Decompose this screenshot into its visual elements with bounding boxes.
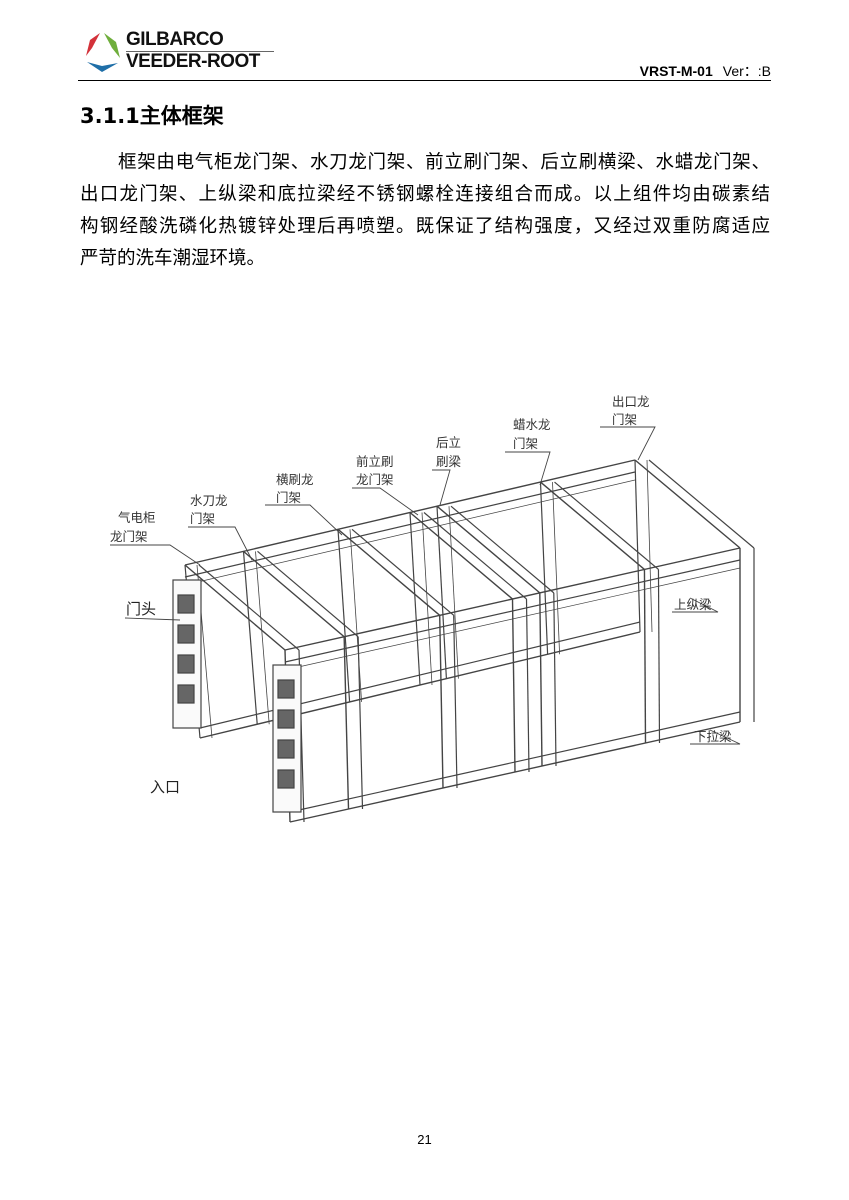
- label-electric-gantry-2: 龙门架: [110, 529, 148, 544]
- company-logo: GILBARCO VEEDER-ROOT: [82, 30, 282, 76]
- label-electric-gantry-1: 气电柜: [118, 510, 156, 525]
- gantry-post: [337, 529, 351, 703]
- gantry-post: [539, 482, 549, 655]
- upper-longitudinal-beam: [184, 479, 636, 586]
- label-waterjet-gantry-2: 门架: [190, 511, 215, 526]
- label-wax-gantry-1: 蜡水龙: [513, 417, 551, 432]
- header-divider: [78, 80, 771, 81]
- gantry-crossbeam: [423, 512, 527, 600]
- control-panel-icon: [177, 654, 195, 674]
- figure-labels: 气电柜 龙门架 水刀龙 门架 横刷龙 门架 前立刷 龙门架 后立 刷梁 蜡水龙 …: [110, 394, 732, 796]
- gantry-crossbeam: [184, 564, 286, 651]
- logo-line2: VEEDER-ROOT: [126, 51, 260, 72]
- gantry-post: [539, 592, 543, 767]
- control-panel-icon: [177, 624, 195, 644]
- label-upper-beam: 上纵梁: [674, 597, 712, 612]
- label-front-brush-gantry-2: 龙门架: [356, 472, 394, 487]
- gantry-post: [255, 551, 270, 725]
- gantry-post: [525, 598, 530, 773]
- label-wax-gantry-2: 门架: [513, 436, 538, 451]
- gantry-post: [553, 592, 557, 767]
- gantry-crossbeam: [337, 528, 441, 616]
- gantry-post: [439, 615, 444, 789]
- gantry-crossbeam: [351, 528, 455, 616]
- doc-version: Ver：:B: [722, 63, 771, 79]
- leader-lines: [110, 426, 741, 745]
- control-panel-icon: [277, 739, 295, 759]
- gantry-crossbeam: [648, 459, 755, 549]
- gantry-post: [646, 459, 653, 633]
- label-lower-tie-beam: 下拉梁: [694, 729, 732, 744]
- paragraph-line: 构钢经酸洗磷化热镀锌处理后再喷塑。既保证了结构强度，又经过双重防腐适应: [80, 216, 770, 237]
- label-door-head: 门头: [126, 600, 156, 618]
- control-panel-icon: [277, 769, 295, 789]
- logo-mark-icon: [86, 33, 120, 72]
- label-waterjet-gantry-1: 水刀龙: [190, 493, 228, 508]
- gantry-post: [436, 506, 447, 679]
- page-number: 21: [417, 1132, 432, 1147]
- upper-longitudinal-beam: [184, 471, 636, 578]
- label-rear-brush-beam-2: 刷梁: [436, 454, 462, 469]
- paragraph-line: 出口龙门架、上纵梁和底拉梁经不锈钢螺栓连接组合而成。以上组件均由碳素结: [80, 184, 770, 205]
- document-id: VRST-M-01 Ver：:B: [640, 61, 771, 81]
- control-panel-icon: [277, 679, 295, 699]
- gantry-post: [552, 482, 560, 655]
- label-hbrush-gantry-1: 横刷龙: [276, 472, 314, 487]
- gantry-crossbeam: [257, 550, 359, 638]
- gantry-post: [242, 551, 258, 725]
- gantry-post: [409, 512, 421, 686]
- label-exit-gantry-2: 门架: [612, 412, 637, 427]
- label-hbrush-gantry-2: 门架: [276, 490, 301, 505]
- control-panel-icon: [277, 709, 295, 729]
- gantry-crossbeam: [243, 550, 345, 638]
- label-rear-brush-beam-1: 后立: [436, 435, 461, 450]
- gantry-post: [634, 459, 641, 633]
- gantry-post: [453, 615, 458, 789]
- gantry-post: [448, 506, 459, 679]
- gantry-crossbeam: [409, 511, 513, 600]
- gantry-crossbeam: [436, 505, 541, 594]
- gantry-crossbeam: [450, 505, 555, 594]
- gantry-post: [643, 569, 647, 744]
- body-paragraph: 框架由电气柜龙门架、水刀龙门架、前立刷门架、后立刷横梁、水蜡龙门架、 出口龙门架…: [80, 147, 770, 275]
- control-panel-icon: [177, 594, 195, 614]
- label-front-brush-gantry-1: 前立刷: [356, 454, 394, 469]
- frame-diagram: 气电柜 龙门架 水刀龙 门架 横刷龙 门架 前立刷 龙门架 后立 刷梁 蜡水龙 …: [110, 394, 755, 823]
- doc-id: VRST-M-01: [639, 63, 713, 79]
- control-panel-icon: [177, 684, 195, 704]
- gantry-crossbeam: [554, 481, 659, 570]
- label-entrance: 入口: [150, 778, 180, 796]
- gantry-post: [349, 529, 362, 702]
- gantry-crossbeam: [540, 481, 645, 570]
- gantry-post: [511, 598, 516, 773]
- label-exit-gantry-1: 出口龙: [612, 394, 650, 409]
- paragraph-line: 严苛的洗车潮湿环境。: [80, 248, 266, 269]
- gantry-post: [343, 636, 350, 810]
- gantry-crossbeam: [634, 459, 741, 549]
- gantry-post: [421, 512, 433, 686]
- logo-line1: GILBARCO: [126, 30, 274, 52]
- frame-structure: [172, 459, 755, 823]
- gantry-crossbeam: [198, 564, 300, 651]
- section-title: 3.1.1主体框架: [80, 104, 224, 128]
- gantry-post: [657, 569, 661, 744]
- paragraph-line: 框架由电气柜龙门架、水刀龙门架、前立刷门架、后立刷横梁、水蜡龙门架、: [118, 152, 770, 173]
